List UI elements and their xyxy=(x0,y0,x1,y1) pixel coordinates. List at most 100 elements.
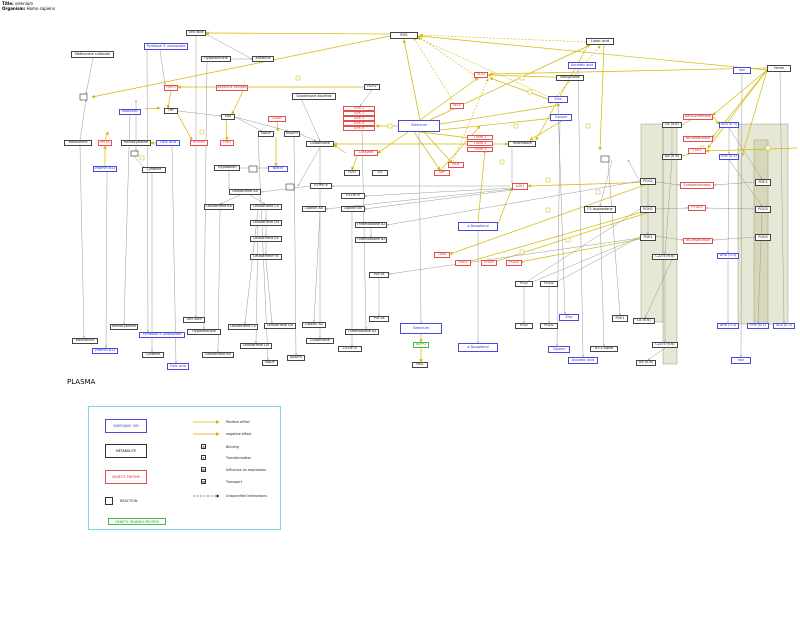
node-15-hete: 15-HETE xyxy=(341,193,365,199)
node-a-tocopherol: a-Tocopherol xyxy=(458,222,498,231)
node-msta: MSTA xyxy=(98,140,112,146)
node-gssr: GSSR xyxy=(268,116,286,122)
reaction-symbols xyxy=(79,93,610,191)
node-sepp1: SEPP1 xyxy=(413,342,429,348)
node-pgd2: PGD2 xyxy=(540,323,558,329)
node-ptges: PTGES xyxy=(688,205,706,211)
node-nox: NOX xyxy=(448,162,464,168)
node-iron: Iron xyxy=(733,67,751,74)
node-uric-acid: Uric acid xyxy=(186,30,206,36)
node-pgd2: PGD2 xyxy=(540,281,558,287)
node-f2-isoprostane: F2-Isoprostane xyxy=(584,206,616,213)
node-mthfr: MTHFR xyxy=(190,140,208,146)
node-nadph: NADPH xyxy=(284,131,300,137)
node-aa-n-6: AA (n-6) xyxy=(662,154,682,160)
node-txnr-1: TXNR 1 xyxy=(467,135,493,140)
node-copper: Copper xyxy=(550,114,572,121)
node-d6-desaturase: d6-desaturase xyxy=(683,136,713,142)
node-selenium: Selenium xyxy=(398,120,440,132)
node-glutathione-disulfide: Glutathione disulfide xyxy=(292,93,336,100)
node-lipoic-acid: Lipoic acid xyxy=(586,38,614,45)
node-iron: Iron xyxy=(731,357,751,364)
node-thromboxane-a2: Thromboxane A2 xyxy=(355,222,387,228)
legend: INORGANIC ION METABOLITE GENETIC ENZYME … xyxy=(88,406,281,530)
node-gpx-2: GPX 2 xyxy=(343,111,375,116)
node-c22-5-n-6: C22:5 (n-6) xyxy=(652,342,678,348)
node-gpx-3: GPX 3 xyxy=(343,116,375,121)
node-pgf2a: PGF2a xyxy=(369,272,389,278)
node-cysteine: Cysteine xyxy=(142,167,166,173)
legend-transport-symbol: TR xyxy=(201,479,206,484)
node-pgi2: PGI2 xyxy=(515,323,533,329)
node-epa-n-3: EPA (n-3) xyxy=(747,323,769,329)
legend-reaction-box xyxy=(105,497,113,505)
node-thf: THF xyxy=(164,108,178,114)
node-leukotriene-d4: Leukotriene D4 xyxy=(250,220,282,226)
legend-transformation: Transformation xyxy=(226,456,252,460)
node-leukotriene-a4: Leukotriene A4 xyxy=(229,189,261,195)
node-nadp: NADP xyxy=(258,131,274,137)
node-pgh2: PGH2 xyxy=(640,206,656,213)
node-hypoxanthine: Hypoxanthine xyxy=(187,329,221,335)
node-pges: PGES xyxy=(455,260,471,266)
node-folic-acid: Folic acid xyxy=(156,140,180,146)
legend-binding: Binding xyxy=(226,445,239,449)
legend-arrows xyxy=(193,420,220,498)
node-pgds: PGDS xyxy=(506,260,522,266)
node-txnr-3: TXNR 3 xyxy=(467,147,493,152)
node-vitamin-b12: Vitamin B12 xyxy=(93,166,117,172)
node-fmo: FMO xyxy=(220,140,234,146)
node-pnpo: PNPO xyxy=(164,85,178,91)
node-sep: SeP xyxy=(434,170,450,176)
plasma-label: PLASMA xyxy=(67,378,96,386)
node-la-n-6: LA (n-6) xyxy=(633,318,655,324)
legend-transport: Transport xyxy=(226,480,242,484)
node-copper: Copper xyxy=(548,346,570,353)
positive-effect-edges xyxy=(91,31,798,363)
node-endoperoxidase: Endoperoxidase xyxy=(680,182,714,189)
node-homocysteine: Homocysteine xyxy=(121,140,151,146)
node-pgds: PGDS xyxy=(481,260,497,266)
node-h2o: H2O xyxy=(344,170,360,176)
node-leukotriene-b4: Leukotriene B4 xyxy=(204,204,234,210)
node-ascorbic-acid: Ascorbic acid xyxy=(568,62,596,69)
organism-label: Organism: xyxy=(2,6,26,11)
node-methionine: Methionine xyxy=(72,338,98,344)
node-pgi2: PGI2 xyxy=(515,281,533,287)
node-txas: TXAS xyxy=(434,252,450,258)
node-niacin: Niacin xyxy=(268,166,288,172)
node-pgh3: PGH3 xyxy=(755,234,771,241)
node-txnr-2: TXNR 2 xyxy=(467,141,493,146)
node-dha-n-3: DHA (n-3) xyxy=(717,253,739,259)
node-manganese: Manganese xyxy=(556,75,584,81)
legend-positive-effect: Positive effect xyxy=(226,420,250,424)
legend-genetic-enzyme: GENETIC ENZYME xyxy=(105,470,147,484)
node-xanthine: Xanthine xyxy=(252,56,274,62)
title-label: Title: xyxy=(2,1,14,6)
node-c22-5-n-6: C22:5 (n-6) xyxy=(652,254,678,260)
node-gpx-6: GPX 6 xyxy=(343,126,375,131)
node-15-hete: 15-HETE xyxy=(338,346,362,352)
node-leukotriene-e4: Leukotriene E4 xyxy=(250,236,282,242)
node-ala-n-3: ALA (n-3) xyxy=(719,122,739,128)
node-xanthine-oxidase: Xanthine oxidase xyxy=(216,85,248,91)
node-thromboxane-b2: Thromboxane B2 xyxy=(355,237,387,243)
node-nadph: NADPH xyxy=(287,355,305,361)
organism-value: Homo sapiens xyxy=(26,6,55,11)
node-glutathione: Glutathione xyxy=(306,141,334,147)
node-zinc: Zinc xyxy=(559,314,579,321)
node-nadp: NADP xyxy=(262,360,278,366)
node-o2: O2 xyxy=(372,170,388,176)
node-lipoxin-a4: Lipoxin A4 xyxy=(302,322,326,328)
node-leukotriene-c4: Leukotriene C4 xyxy=(250,204,282,210)
node-catalase: Catalase xyxy=(354,150,378,156)
legend-negative-effect: negative effect xyxy=(226,432,252,436)
node-hypoxanthine: Hypoxanthine xyxy=(201,56,231,62)
node-pgg3: PGG3 xyxy=(755,206,771,213)
node-zinc: Zinc xyxy=(548,96,568,103)
node-heme: Heme xyxy=(767,65,791,72)
node-leukotriene-c4: Leukotriene C4 xyxy=(228,324,258,330)
node-gpx-1: GPX 1 xyxy=(343,106,375,111)
node-beta-arotenase: Beta-Arotenase xyxy=(683,114,713,120)
